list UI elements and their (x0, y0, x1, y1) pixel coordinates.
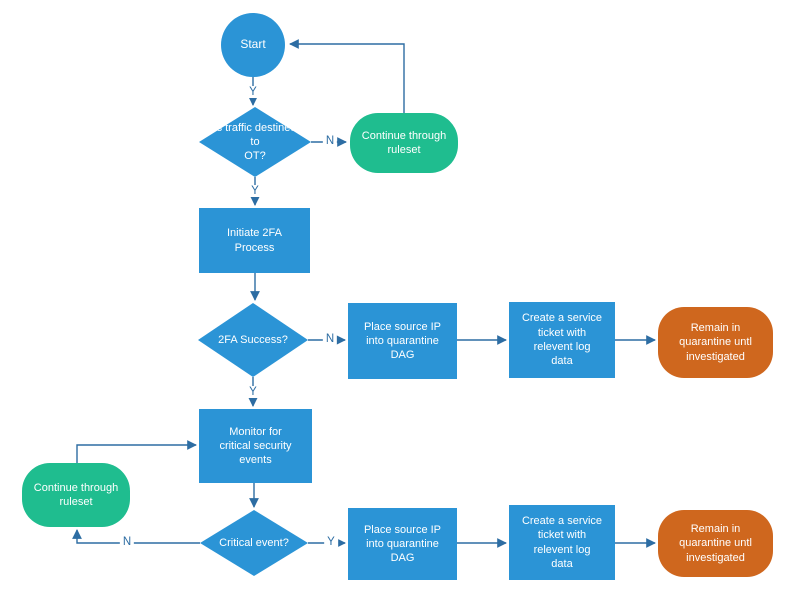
edge-label-yes-2fa: Y (246, 386, 260, 398)
edge-label-no-traffic: N (322, 135, 338, 147)
node-monitor-critical-security-events: Monitor for critical security events (199, 409, 312, 483)
edge-label-no-2fa: N (322, 333, 338, 345)
node-place-source-ip-quarantine-1: Place source IP into quarantine DAG (348, 303, 457, 379)
edge-label-yes-start: Y (246, 86, 260, 98)
edge-ruleset-to-start (289, 39, 405, 113)
node-continue-through-ruleset-bottom: Continue through ruleset (22, 463, 130, 527)
node-start: Start (221, 13, 285, 77)
node-place-source-ip-quarantine-2: Place source IP into quarantine DAG (348, 508, 457, 580)
node-create-service-ticket-2: Create a service ticket with relevent lo… (509, 505, 615, 580)
node-remain-in-quarantine-1: Remain in quarantine untl investigated (658, 307, 773, 378)
edge-label-yes-traffic: Y (248, 185, 262, 197)
edge-label-yes-critical: Y (324, 536, 338, 548)
node-create-service-ticket-1: Create a service ticket with relevent lo… (509, 302, 615, 378)
edge-critical-no (72, 529, 200, 544)
node-remain-in-quarantine-2: Remain in quarantine untl investigated (658, 510, 773, 577)
node-initiate-2fa-process: Initiate 2FA Process (199, 208, 310, 273)
node-continue-through-ruleset-top: Continue through ruleset (350, 113, 458, 173)
edge-label-no-critical: N (119, 536, 135, 548)
edge-ruleset2-to-monitor (76, 440, 197, 463)
